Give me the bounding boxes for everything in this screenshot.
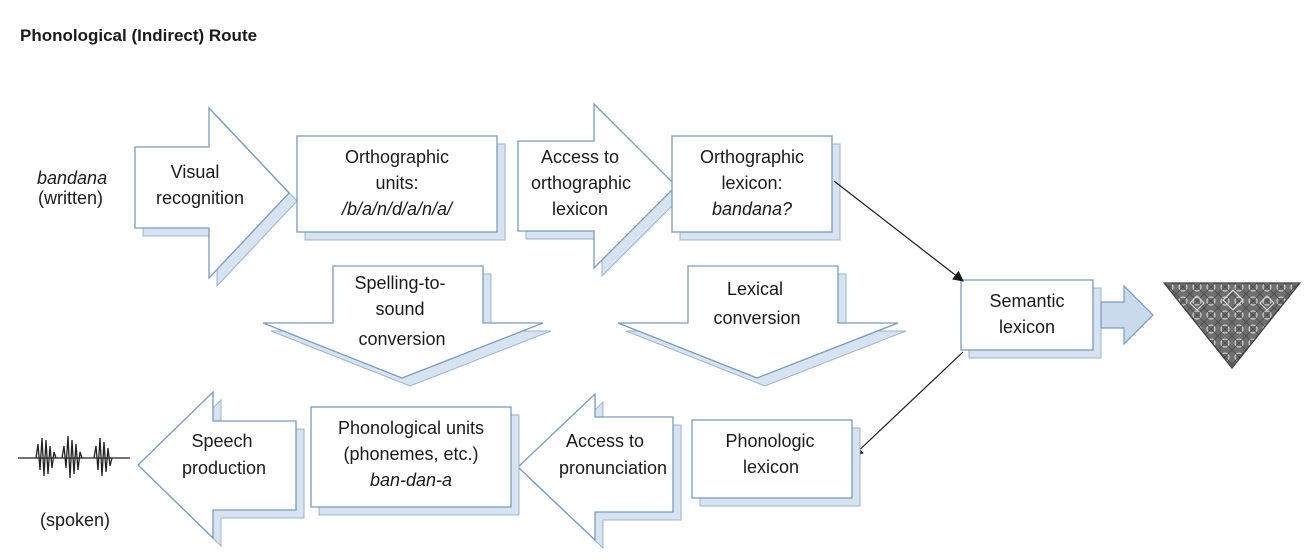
semantic-lexicon-box: Semantic lexicon: [960, 279, 1102, 359]
speech-production-label-2: production: [182, 458, 266, 478]
orthographic-lexicon-label-1: Orthographic: [700, 147, 804, 167]
access-orthographic-label-3: lexicon: [552, 199, 608, 219]
lexical-conversion-arrow: Lexical conversion: [617, 265, 907, 387]
orthographic-units-box: Orthographic units: /b/a/n/d/a/n/a/: [296, 135, 506, 241]
orthographic-lexicon-label-3: bandana?: [712, 199, 792, 219]
orthographic-units-label-1: Orthographic: [345, 147, 449, 167]
phonological-units-label-1: Phonological units: [338, 418, 484, 438]
phonologic-lexicon-label-2: lexicon: [743, 457, 799, 477]
spelling-to-sound-label-1: Spelling-to-: [354, 273, 445, 293]
semantic-lexicon-label-1: Semantic: [989, 291, 1064, 311]
phonologic-lexicon-label-1: Phonologic: [725, 431, 814, 451]
lexical-conversion-label-1: Lexical: [727, 279, 783, 299]
sound-waveform-icon: [18, 435, 130, 479]
output-mode: (spoken): [40, 510, 110, 530]
phonological-units-label-2: (phonemes, etc.): [343, 444, 478, 464]
phonological-units-box: Phonological units (phonemes, etc.) ban-…: [310, 406, 520, 516]
access-pronunciation-arrow: Access to pronunciation: [517, 392, 682, 550]
phonologic-lexicon-box: Phonologic lexicon: [691, 419, 861, 507]
access-orthographic-lexicon-arrow: Access to orthographic lexicon: [517, 102, 685, 278]
lexical-conversion-label-2: conversion: [713, 308, 800, 328]
visual-recognition-label-1: Visual: [171, 162, 220, 182]
spelling-to-sound-label-2: sound: [375, 299, 424, 319]
semantic-output-arrow: [1100, 284, 1154, 346]
ortho-to-semantic-connector: [833, 180, 964, 282]
orthographic-units-label-2: units:: [375, 173, 418, 193]
speech-production-label-1: Speech: [191, 431, 252, 451]
phonological-units-label-3: ban-dan-a: [370, 470, 452, 490]
diagram-title: Phonological (Indirect) Route: [20, 26, 257, 45]
orthographic-lexicon-label-2: lexicon:: [721, 173, 782, 193]
visual-recognition-label-2: recognition: [156, 188, 244, 208]
spelling-to-sound-arrow: Spelling-to- sound conversion: [262, 265, 552, 387]
orthographic-lexicon-box: Orthographic lexicon: bandana?: [671, 135, 841, 241]
input-mode: (written): [38, 188, 103, 208]
access-orthographic-label-1: Access to: [541, 147, 619, 167]
input-word: bandana: [37, 168, 107, 188]
access-orthographic-label-2: orthographic: [531, 173, 631, 193]
access-pronunciation-label-1: Access to: [566, 431, 644, 451]
semantic-lexicon-label-2: lexicon: [999, 317, 1055, 337]
speech-production-arrow: Speech production: [137, 390, 305, 548]
spelling-to-sound-label-3: conversion: [358, 329, 445, 349]
semantic-to-phonologic-connector: [852, 351, 964, 457]
access-pronunciation-label-2: pronunciation: [559, 458, 667, 478]
bandana-image: [1162, 282, 1302, 369]
orthographic-units-label-3: /b/a/n/d/a/n/a/: [340, 199, 454, 219]
visual-recognition-arrow: Visual recognition: [134, 106, 298, 288]
